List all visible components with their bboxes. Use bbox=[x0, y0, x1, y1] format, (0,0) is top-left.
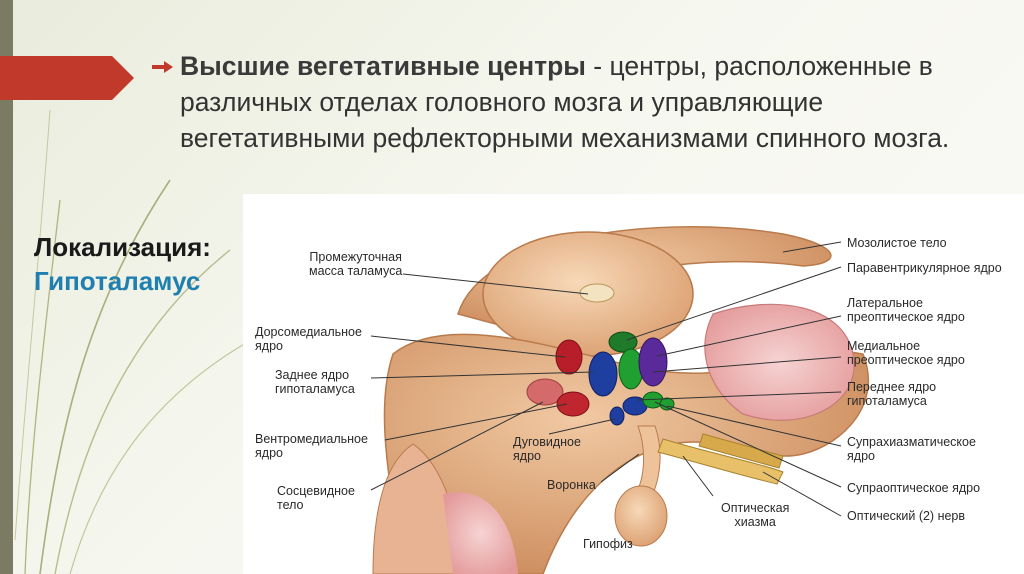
definition-text: Высшие вегетативные центры - центры, рас… bbox=[180, 48, 980, 156]
location-label: Локализация: bbox=[34, 232, 211, 263]
label-arcuate-nucleus: Дуговидное ядро bbox=[513, 435, 581, 463]
label-corpus-callosum: Мозолистое тело bbox=[847, 236, 947, 250]
location-value: Гипоталамус bbox=[34, 266, 200, 297]
label-optic-nerve: Оптический (2) нерв bbox=[847, 509, 965, 523]
label-posterior-nucleus: Заднее ядро гипоталамуса bbox=[275, 368, 355, 396]
label-ventromedial-nucleus: Вентромедиальное ядро bbox=[255, 432, 368, 460]
hypothalamus-diagram: Промежуточная масса таламуса Дорсомедиал… bbox=[243, 194, 1024, 574]
label-mammillary-body: Сосцевидное тело bbox=[277, 484, 355, 512]
label-supraoptic-nucleus: Супраоптическое ядро bbox=[847, 481, 980, 495]
label-dorsomedial-nucleus: Дорсомедиальное ядро bbox=[255, 325, 362, 353]
label-paraventricular-nucleus: Паравентрикулярное ядро bbox=[847, 261, 1002, 275]
label-suprachiasmatic-nucleus: Супрахиазматическое ядро bbox=[847, 435, 976, 463]
label-medial-preoptic-nucleus: Медиальное преоптическое ядро bbox=[847, 339, 965, 367]
label-anterior-nucleus: Переднее ядро гипоталамуса bbox=[847, 380, 936, 408]
label-infundibulum: Воронка bbox=[547, 478, 596, 492]
label-optic-chiasm: Оптическая хиазма bbox=[721, 501, 789, 529]
definition-term: Высшие вегетативные центры bbox=[180, 51, 586, 81]
title-arrow-band bbox=[0, 56, 134, 100]
bullet-arrow-icon bbox=[152, 60, 174, 74]
label-interthalamic-adhesion: Промежуточная масса таламуса bbox=[309, 250, 402, 278]
label-pituitary: Гипофиз bbox=[583, 537, 633, 551]
label-lateral-preoptic-nucleus: Латеральное преоптическое ядро bbox=[847, 296, 965, 324]
